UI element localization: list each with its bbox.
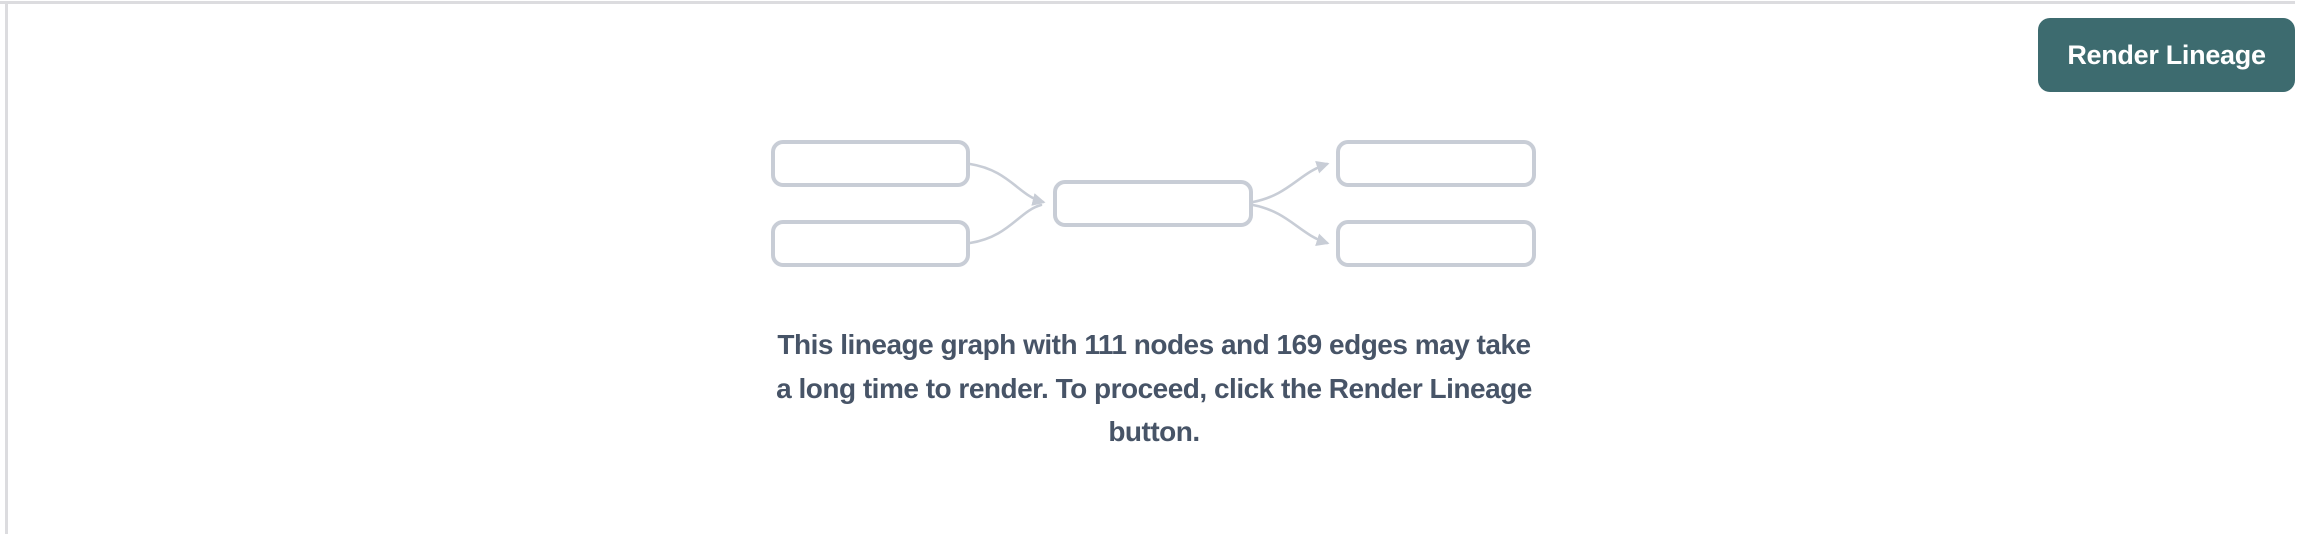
panel-left-border <box>5 4 8 534</box>
placeholder-node-left-top <box>771 140 970 187</box>
lineage-empty-state: This lineage graph with 111 nodes and 16… <box>654 140 1654 454</box>
placeholder-node-right-bottom <box>1336 220 1536 267</box>
placeholder-node-center <box>1053 180 1253 227</box>
render-lineage-button[interactable]: Render Lineage <box>2038 18 2295 92</box>
placeholder-edge-center-rightbottom <box>1251 203 1330 246</box>
placeholder-node-left-bottom <box>771 220 970 267</box>
lineage-warning-line-3: button. <box>1108 416 1200 447</box>
placeholder-edge-lefttop-center <box>968 162 1046 206</box>
lineage-warning-line-2: a long time to render. To proceed, click… <box>776 372 1532 404</box>
lineage-warning-line-1: This lineage graph with 111 nodes and 16… <box>777 329 1531 360</box>
placeholder-edge-leftbottom-center <box>968 203 1043 245</box>
placeholder-node-right-top <box>1336 140 1536 187</box>
lineage-placeholder-graphic <box>771 140 1536 267</box>
lineage-warning-message: This lineage graph with 111 nodes and 16… <box>776 323 1532 454</box>
placeholder-edge-center-righttop <box>1251 161 1330 204</box>
panel-top-border <box>0 1 2295 4</box>
